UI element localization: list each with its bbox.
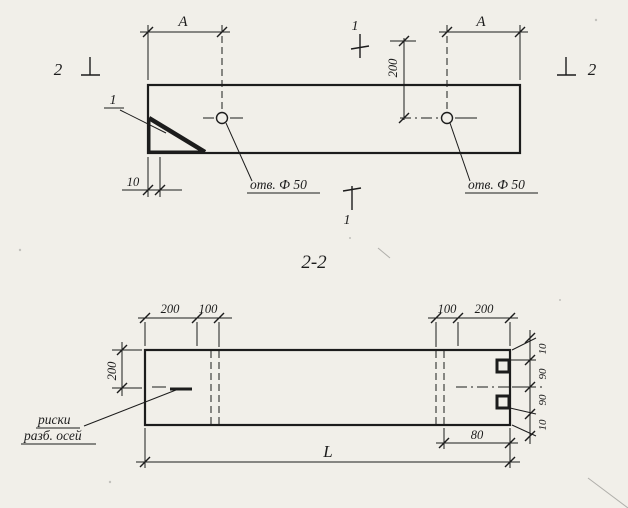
speck bbox=[594, 18, 598, 22]
fold-mark bbox=[587, 477, 628, 508]
tick bbox=[524, 332, 536, 344]
end-mark-square-top bbox=[495, 358, 511, 374]
dim-a-left: A bbox=[140, 14, 230, 112]
section-tick bbox=[350, 45, 370, 50]
section-label: 1 bbox=[352, 19, 359, 34]
hole-left bbox=[203, 111, 243, 125]
section-mark-1-top: 1 bbox=[350, 19, 370, 58]
ext-line bbox=[511, 337, 537, 351]
section-title: 2-2 bbox=[301, 252, 327, 273]
leader-line bbox=[83, 389, 177, 427]
tick bbox=[438, 437, 450, 449]
dim-label: A bbox=[475, 14, 486, 30]
section-tick bbox=[342, 187, 362, 192]
hole-circle bbox=[215, 111, 229, 125]
dim-200-plan: 200 bbox=[386, 35, 416, 124]
plan-view: A A 1 1 2 2 bbox=[54, 14, 597, 228]
detail-hypotenuse bbox=[147, 116, 207, 154]
hole-callout-right: отв. Ф 50 bbox=[449, 122, 538, 194]
dim-label: 200 bbox=[105, 361, 119, 381]
tick bbox=[524, 408, 536, 420]
speck bbox=[108, 480, 112, 484]
leader-line bbox=[225, 122, 253, 182]
dim-label: 200 bbox=[161, 302, 181, 316]
speck bbox=[559, 299, 561, 301]
dim-length-L: L bbox=[136, 428, 520, 468]
hole-label: отв. Ф 50 bbox=[468, 177, 525, 192]
callout-label: 1 bbox=[110, 93, 117, 108]
section-label: 1 bbox=[344, 213, 351, 228]
section-mark-2-left: 2 bbox=[54, 57, 100, 79]
detail-callout: 1 bbox=[104, 93, 167, 134]
tick bbox=[139, 312, 151, 324]
tick bbox=[430, 312, 442, 324]
dim-label: 80 bbox=[471, 428, 484, 442]
section-label: 2 bbox=[54, 60, 63, 79]
speck bbox=[349, 237, 351, 239]
dim-top-right-chain: 100 200 bbox=[428, 302, 518, 347]
tick bbox=[191, 312, 203, 324]
dim-a-right: A bbox=[439, 14, 528, 112]
tick bbox=[504, 437, 516, 449]
end-mark-square-bottom bbox=[495, 394, 511, 410]
callout-label-line2: разб. осей bbox=[23, 428, 82, 443]
dim-label: 10 bbox=[127, 175, 140, 189]
dim-10-plan: 10 bbox=[122, 157, 182, 197]
axis-and-marks bbox=[152, 358, 542, 410]
hole-right bbox=[400, 111, 477, 125]
axis-callout: риски разб. осей bbox=[21, 389, 177, 445]
tick bbox=[441, 26, 453, 38]
beam-outline-section bbox=[143, 348, 512, 427]
tick bbox=[524, 430, 536, 442]
tick bbox=[524, 381, 536, 393]
hole-label: отв. Ф 50 bbox=[250, 177, 307, 192]
tick bbox=[139, 456, 151, 468]
beam-outline-plan bbox=[146, 83, 522, 155]
hidden-hole-lines bbox=[210, 351, 445, 424]
tick bbox=[116, 382, 128, 394]
tick bbox=[524, 354, 536, 366]
dim-top-left-chain: 200 100 bbox=[138, 302, 232, 347]
section-label: 2 bbox=[588, 60, 597, 79]
tick bbox=[398, 35, 410, 47]
tick bbox=[452, 312, 464, 324]
speck bbox=[18, 248, 22, 252]
hole-circle bbox=[440, 111, 454, 125]
leader-line bbox=[119, 109, 167, 134]
tick bbox=[398, 112, 410, 124]
tick bbox=[142, 184, 154, 196]
section-mark-1-bottom: 1 bbox=[342, 186, 362, 228]
dim-label: 200 bbox=[475, 302, 495, 316]
dim-label: L bbox=[322, 442, 332, 461]
dim-label: 200 bbox=[386, 58, 400, 78]
tick bbox=[504, 456, 516, 468]
tick bbox=[116, 344, 128, 356]
section-mark-2-right: 2 bbox=[557, 57, 597, 79]
dim-label: 10 bbox=[537, 419, 549, 431]
tick bbox=[216, 26, 228, 38]
tick bbox=[514, 26, 526, 38]
dim-right-chain: 10 90 90 10 bbox=[509, 330, 549, 444]
dim-label: 90 bbox=[537, 394, 549, 406]
dim-left-200: 200 bbox=[105, 342, 142, 396]
tick bbox=[504, 312, 516, 324]
dim-label: 100 bbox=[199, 302, 219, 316]
leader-line bbox=[449, 122, 471, 182]
tick bbox=[213, 312, 225, 324]
tick bbox=[142, 26, 154, 38]
pencil-smudge bbox=[377, 247, 391, 259]
dim-label: A bbox=[177, 14, 188, 30]
dim-label: 100 bbox=[438, 302, 458, 316]
tick bbox=[154, 184, 166, 196]
dim-label: 90 bbox=[537, 368, 549, 380]
hole-callout-left: отв. Ф 50 bbox=[225, 122, 320, 194]
callout-label-line1: риски bbox=[37, 412, 71, 427]
section-view: 2-2 200 100 bbox=[21, 252, 549, 468]
paper-artifacts bbox=[18, 18, 628, 508]
corner-detail-triangle bbox=[147, 116, 207, 154]
dim-label: 10 bbox=[537, 343, 549, 355]
